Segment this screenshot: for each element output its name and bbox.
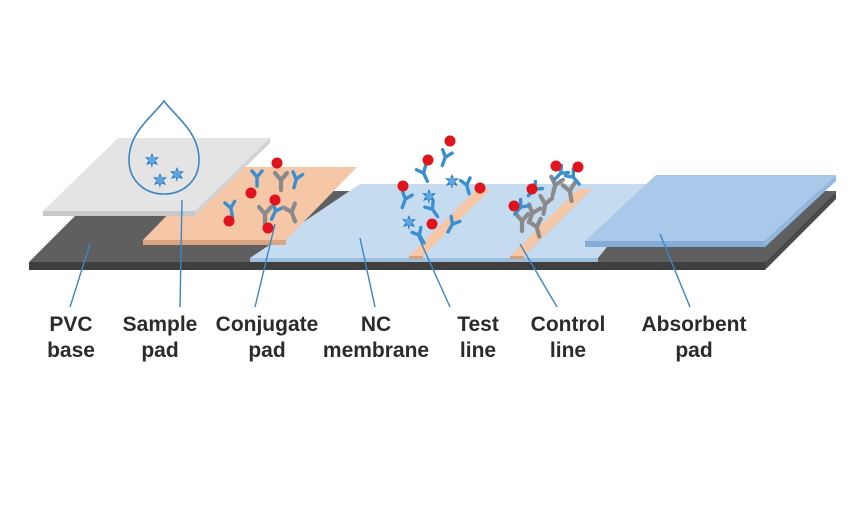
- sample-pad: [43, 138, 270, 216]
- test-line: [409, 189, 491, 259]
- gold-particle-icon: [223, 135, 584, 234]
- control-line: [510, 189, 592, 259]
- droplet-icon: [128, 99, 200, 195]
- absorbent-pad: [585, 175, 836, 247]
- leader-lines: [69, 199, 691, 308]
